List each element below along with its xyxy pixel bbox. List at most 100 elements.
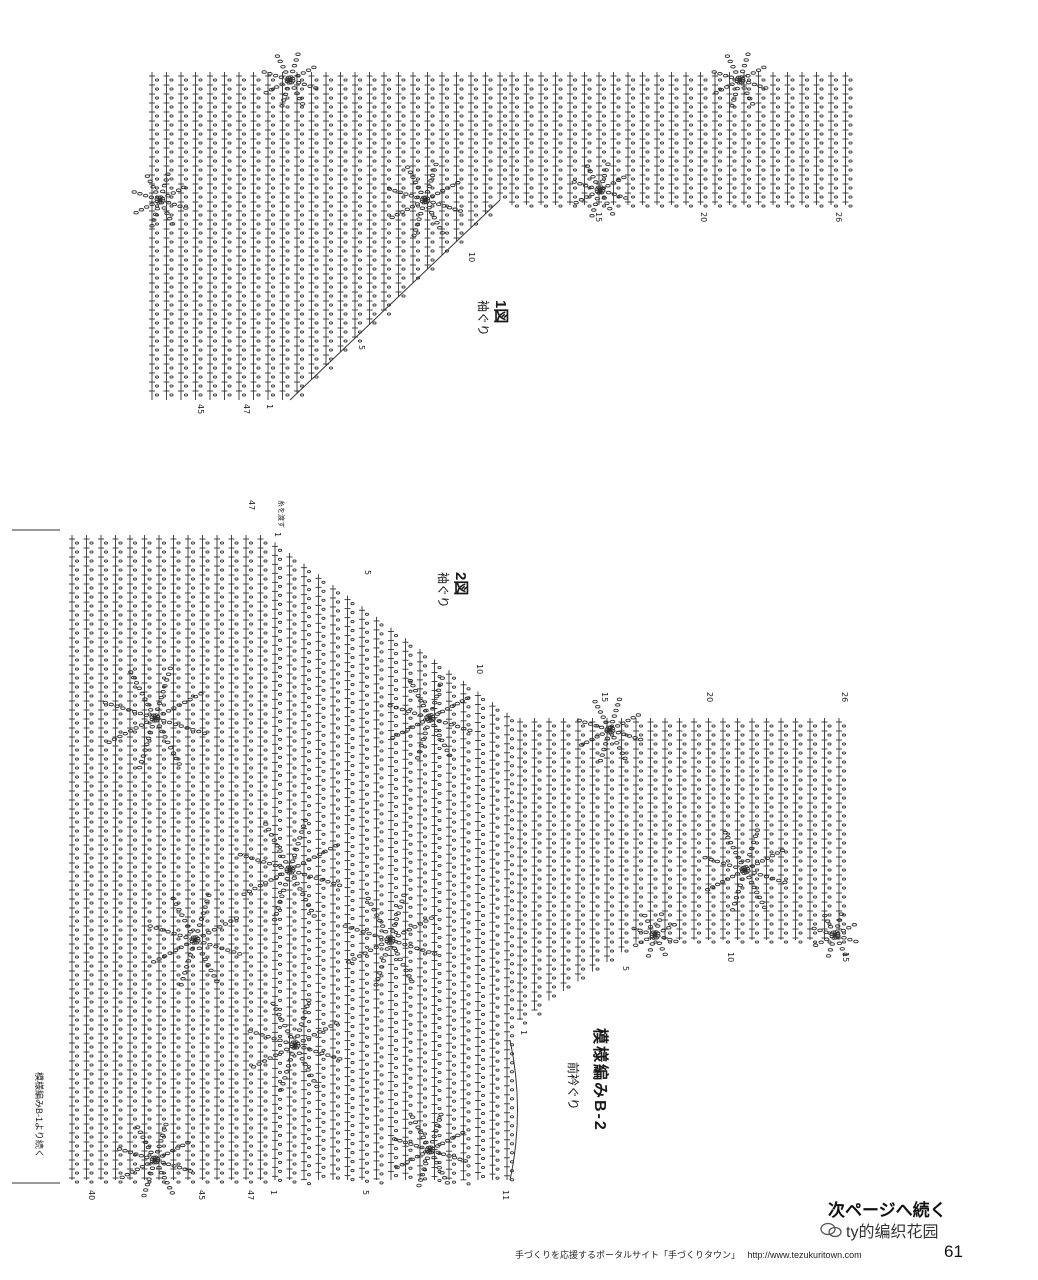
fig1-stitch-column — [668, 72, 679, 208]
fig2-stitch-column — [446, 670, 457, 1184]
fig2-stitch-column — [589, 718, 600, 972]
fig1-stitch-column — [207, 72, 218, 400]
fig2-motif-arm — [388, 941, 415, 984]
fig1-row-label-20: 20 — [699, 212, 708, 223]
fig1-stitch-column — [523, 72, 534, 208]
fig2-stitch-column — [647, 718, 658, 944]
fig1-stitch-column — [294, 72, 305, 397]
fig1-stitch-column — [482, 72, 493, 217]
fig1-row-label-45: 45 — [196, 404, 205, 415]
fig2-row-label-bottom-40: 40 — [87, 1190, 96, 1201]
fig1-stitch-column — [497, 72, 508, 200]
fig1-stitch-column — [366, 72, 377, 325]
fig2-row-label-mid-10: 10 — [726, 952, 735, 963]
fig2-motif-arm — [655, 934, 679, 944]
fig2-stitch-column — [156, 535, 167, 1184]
fig2-stitch-column — [705, 718, 716, 944]
pattern-subtitle: 前衿ぐり — [566, 1062, 580, 1111]
fig2-motif-arm — [394, 1149, 431, 1170]
fig2-row-label-top-47: 47 — [247, 500, 256, 511]
fig2-motif — [247, 998, 343, 1092]
fig2-yarn-join: 糸を渡す — [277, 500, 285, 528]
fig2-motif-arm — [743, 870, 768, 910]
fig1-stitch-column — [352, 72, 363, 343]
fig2-stitch-column — [98, 535, 109, 1184]
fig1-stitch-column — [828, 72, 839, 208]
fig2-motif-arm — [153, 1160, 175, 1195]
fig2-stitch-column — [807, 718, 818, 944]
fig1-stitch-column — [813, 72, 824, 208]
fig2-stitch-column — [763, 718, 774, 944]
footer-url[interactable]: http://www.tezukuritown.com — [747, 1250, 862, 1260]
fig2-motif — [237, 818, 343, 922]
fig1-motif-arm — [589, 191, 602, 218]
figure-1-title: 1図 — [491, 300, 512, 323]
fig2-motif-arm — [155, 1159, 194, 1173]
fig2-motif-arm — [373, 941, 392, 987]
fig2-motif-arm — [645, 936, 657, 958]
fig2-stitch-column — [821, 718, 832, 944]
fig2-motif-arm — [295, 1021, 340, 1046]
fig1-motif-arm — [711, 70, 740, 81]
fig2-motif-arm — [193, 941, 220, 984]
fig2-motif-arm — [705, 869, 746, 892]
page-number: 61 — [944, 1242, 963, 1261]
fig1-stitch-column — [726, 72, 737, 208]
fig1-stitch-column — [250, 72, 261, 400]
fig2-motif-arm — [609, 713, 642, 731]
fig2-motif — [811, 912, 859, 958]
fig1-stitch-column — [337, 72, 348, 352]
fig2-motif-arm — [237, 852, 290, 871]
fig2-bracket — [509, 1039, 518, 1181]
fig2-stitch-column — [228, 535, 239, 1184]
fig1-stitch-column — [424, 72, 435, 271]
fig2-stitch-column — [734, 718, 745, 944]
fig1-stitch-column — [567, 72, 578, 208]
fig2-motif-arm — [610, 729, 644, 742]
fig2-row-label-mid-1: 1 — [519, 1030, 528, 1036]
fig2-motif-arm — [295, 1044, 343, 1061]
fig1-stitch-column — [784, 72, 795, 208]
figure-2-subtitle: 袖ぐり — [436, 572, 450, 609]
fig1-motif-arm — [386, 187, 425, 201]
fig2-row-label-mid-5: 5 — [621, 966, 630, 972]
fig2-motif-arm — [592, 699, 612, 730]
fig2-motif-arm — [241, 869, 290, 896]
fig1-motif-arm — [144, 174, 162, 200]
fig2-row-label-top-20: 20 — [705, 692, 714, 703]
fig2-row-label-top-15: 15 — [600, 692, 609, 703]
fig2-motif-arm — [722, 830, 747, 870]
fig1-stitch-column — [410, 72, 421, 283]
fig2-motif — [631, 912, 679, 958]
fig2-stitch-column — [170, 535, 181, 1184]
fig2-motif — [576, 697, 644, 763]
fig1-motif-arm — [411, 200, 427, 238]
fig2-stitch-column — [272, 542, 283, 1182]
fig2-stitch-column — [460, 680, 471, 1186]
fig2-stitch-column — [475, 691, 486, 1180]
fig2-motif-arm — [250, 1044, 295, 1069]
fig2-motif-arm — [119, 1159, 156, 1180]
fig1-stitch-column — [538, 72, 549, 208]
fig2-motif-arm — [365, 896, 392, 939]
fig1-motif-arm — [724, 54, 742, 80]
fig1-motif — [131, 172, 189, 228]
fig1-row-label-26: 26 — [834, 212, 843, 223]
fig2-row-label-mid-15: 15 — [841, 952, 850, 963]
fig2-motif-arm — [642, 913, 657, 934]
fig2-motif-arm — [743, 828, 760, 869]
fig2-motif-arm — [744, 848, 785, 871]
fig1-motif-arm — [405, 165, 427, 200]
fig1-stitch-column — [395, 72, 406, 298]
fig2-motif-arm — [390, 717, 431, 740]
watermark-text: ty的编织花园 — [846, 1224, 939, 1241]
fig2-motif — [342, 893, 438, 987]
fig2-stitch-column — [504, 712, 515, 1182]
chat-bubble-icon — [820, 1222, 842, 1238]
fig2-motif-arm — [345, 939, 390, 964]
fig2-motif-arm — [116, 1147, 155, 1161]
fig2-stitch-column — [127, 535, 138, 1184]
fig2-stitch-column — [633, 718, 644, 944]
fig2-stitch-column — [257, 535, 268, 1184]
